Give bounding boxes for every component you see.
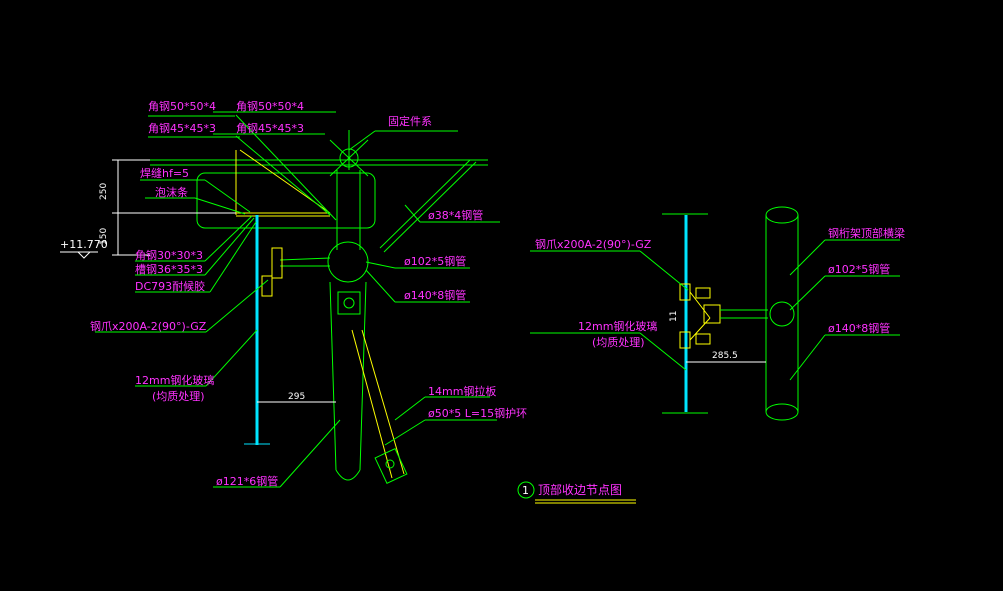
right-view — [530, 206, 900, 421]
label-glass-right: 12mm钢化玻璃 — [578, 319, 657, 333]
label-pipe-102-right: ø102*5钢管 — [828, 262, 890, 276]
dim-295: 295 — [288, 392, 305, 402]
label-angle-50-a: 角钢50*50*4 — [148, 100, 216, 113]
brace-right — [361, 329, 405, 475]
right-view-labels: 钢爪x200A-2(90°)-GZ 12mm钢化玻璃 (均质处理) 钢桁架顶部横… — [535, 226, 905, 361]
label-angle-30: 角钢30*30*3 — [135, 249, 203, 262]
column-left — [329, 281, 337, 471]
title-number-circle — [517, 481, 535, 499]
dim-11: 11 — [669, 311, 679, 322]
label-pipe-140: ø140*8钢管 — [404, 288, 466, 302]
label-glue: DC793耐候胶 — [135, 279, 205, 293]
label-claw-right: 钢爪x200A-2(90°)-GZ — [535, 238, 652, 251]
label-claw: 钢爪x200A-2(90°)-GZ — [90, 320, 207, 333]
left-view-labels: 角钢50*50*4 角钢50*50*4 角钢45*45*3 角钢45*45*3 … — [60, 100, 527, 488]
cap-box — [196, 172, 376, 229]
label-pull-rod: 固定件系 — [388, 114, 432, 128]
brace-left — [351, 329, 393, 479]
label-plate-14: 14mm钢拉板 — [428, 384, 496, 398]
dim-250: 250 — [99, 183, 109, 200]
column-right — [359, 281, 367, 471]
dim-150: 150 — [99, 228, 109, 245]
title-number: 1 — [522, 484, 529, 497]
brace-foot — [374, 447, 408, 485]
label-angle-45-b: 角钢45*45*3 — [236, 122, 304, 135]
drawing-title: 1 顶部收边节点图 — [517, 481, 636, 504]
label-slot-36: 槽钢36*35*3 — [135, 263, 203, 276]
label-ring-50: ø50*5 L=15钢护环 — [428, 406, 527, 420]
left-view — [60, 111, 500, 488]
joint-plate — [337, 291, 361, 315]
dim-elevation: +11.770 — [60, 238, 108, 251]
label-sealant: 泡沫条 — [155, 185, 188, 199]
label-glass-note-right: (均质处理) — [592, 336, 645, 349]
dim-285-5: 285.5 — [712, 351, 738, 361]
label-pipe-38: ø38*4钢管 — [428, 208, 483, 222]
truss-node — [769, 301, 795, 327]
label-weld: 焊缝hf=5 — [140, 166, 189, 180]
tie-rod — [379, 159, 471, 249]
label-pipe-140-right: ø140*8钢管 — [828, 321, 890, 335]
label-angle-50-b: 角钢50*50*4 — [236, 100, 304, 113]
label-glass-note: (均质处理) — [152, 390, 205, 403]
label-pipe-121: ø121*6钢管 — [216, 474, 278, 488]
node-circle — [327, 241, 369, 283]
label-truss: 钢桁架顶部横梁 — [828, 226, 905, 240]
title-text: 顶部收边节点图 — [538, 482, 622, 497]
label-glass: 12mm钢化玻璃 — [135, 373, 214, 387]
label-angle-45-a: 角钢45*45*3 — [148, 122, 216, 135]
label-pipe-102: ø102*5钢管 — [404, 254, 466, 268]
claw-arm — [279, 257, 331, 261]
